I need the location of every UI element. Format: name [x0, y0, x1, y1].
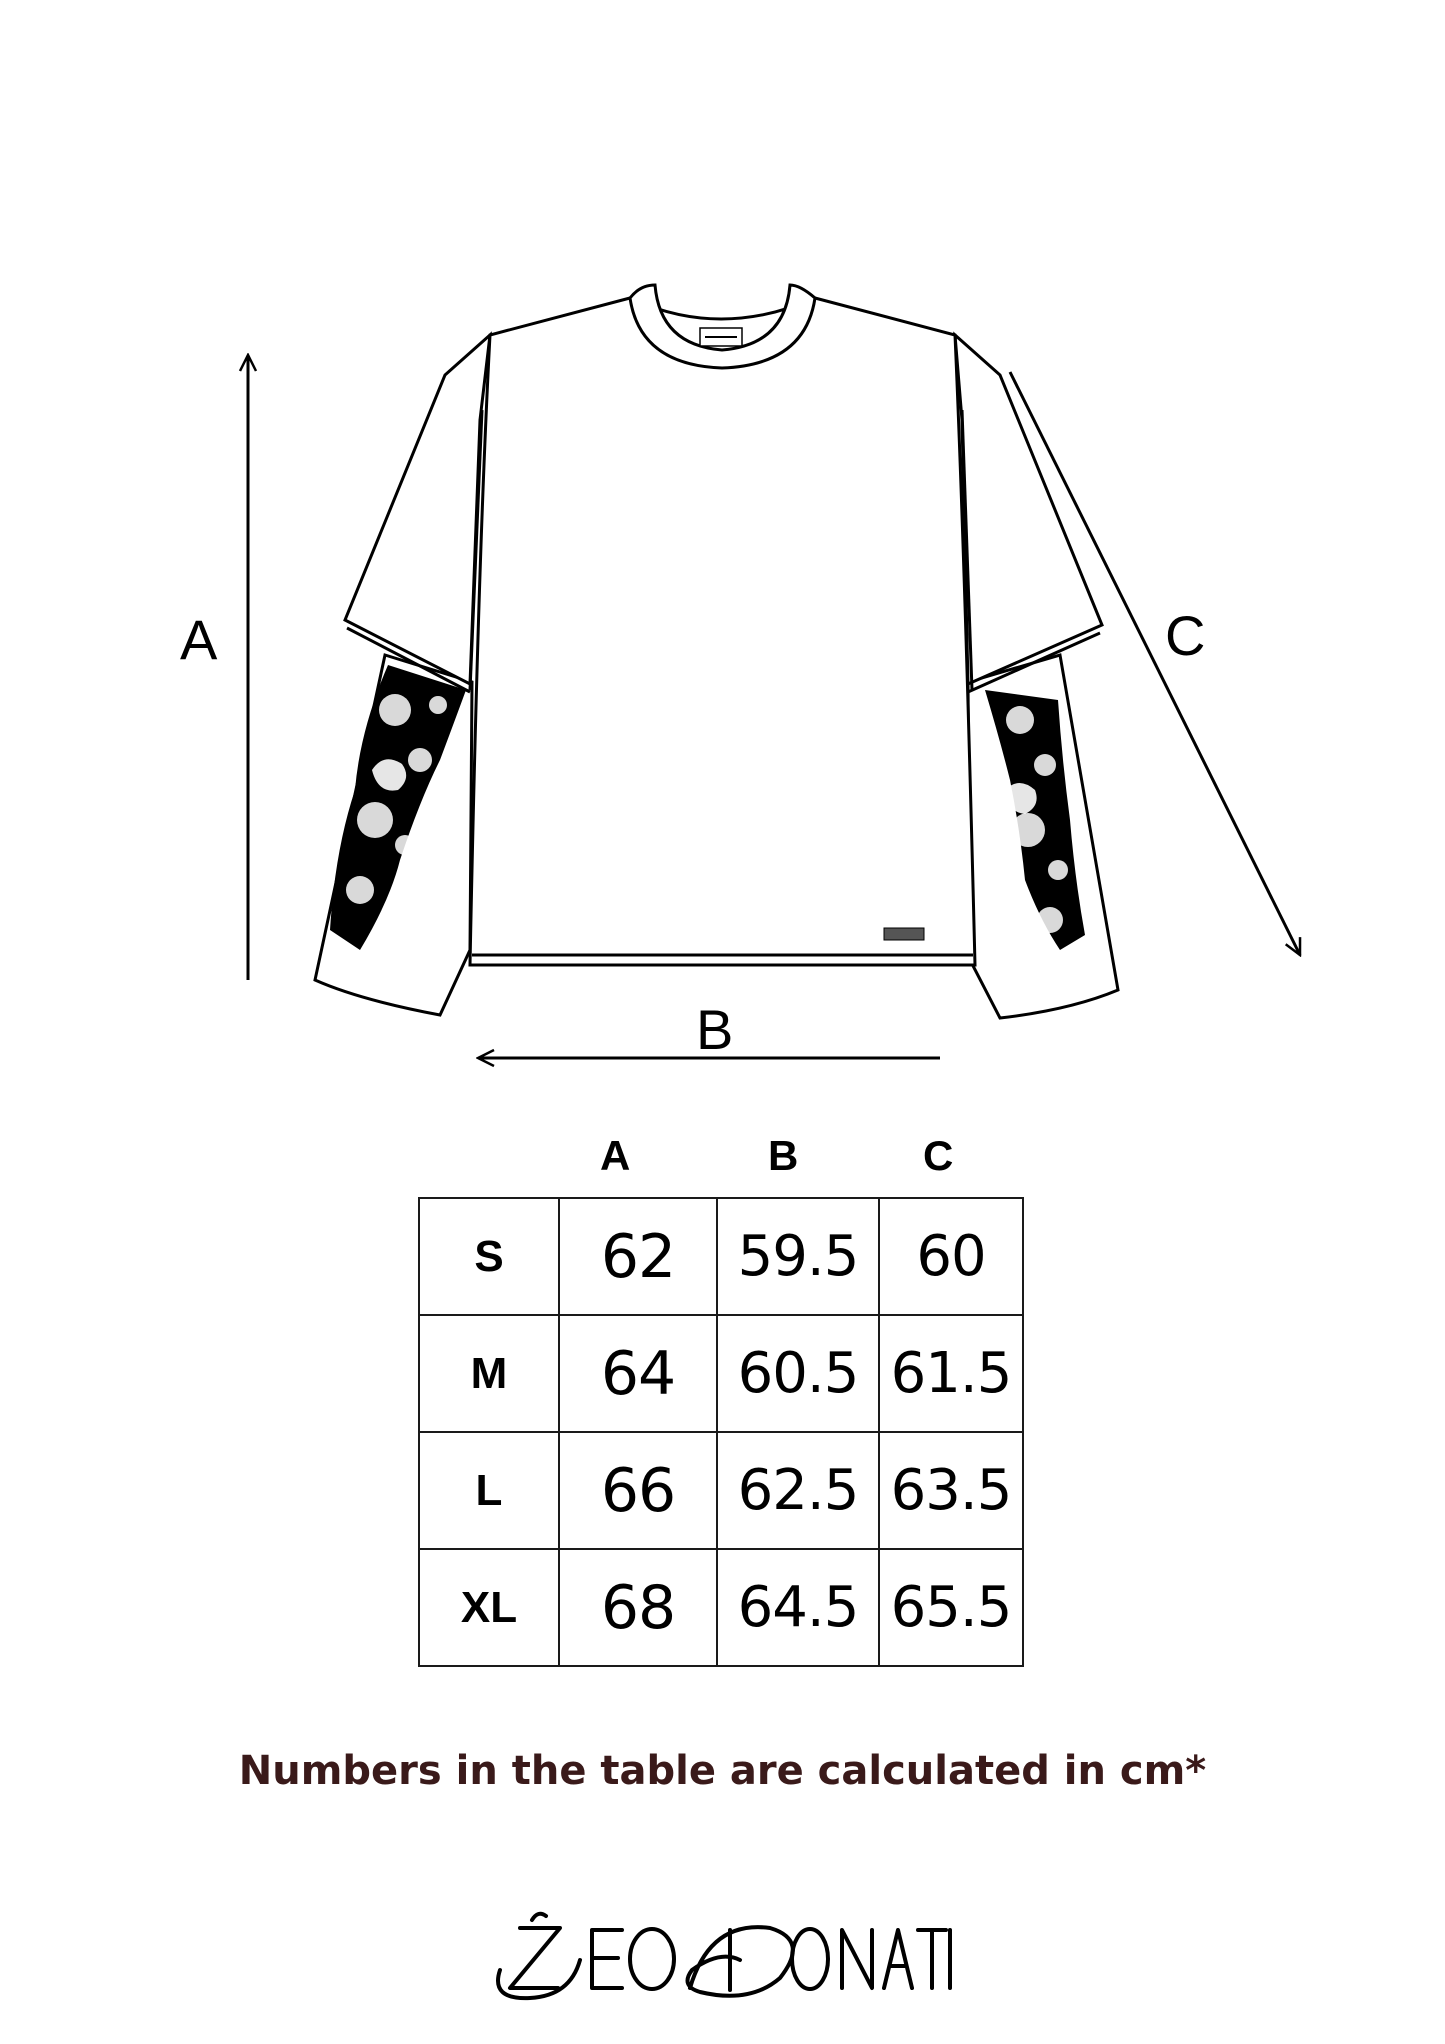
- collar: [628, 283, 817, 370]
- table-row: M 64 60.5 61.5: [418, 1314, 1024, 1433]
- size-table: A B C S 62 59.5 60 M 64 60.5 61.5 L 66 6…: [418, 1120, 1030, 1667]
- units-note: Numbers in the table are calculated in c…: [238, 1748, 1207, 1794]
- right-sleeve-print: [985, 690, 1085, 950]
- value-b: 60.5: [716, 1314, 880, 1433]
- value-a: 62: [558, 1197, 718, 1316]
- value-c: 60: [878, 1197, 1024, 1316]
- size-label: XL: [418, 1548, 560, 1667]
- value-b: 64.5: [716, 1548, 880, 1667]
- value-b: 62.5: [716, 1431, 880, 1550]
- column-header-a: A: [600, 1132, 631, 1179]
- brand-logo: [496, 1911, 952, 2001]
- size-label: L: [418, 1431, 560, 1550]
- value-c: 63.5: [878, 1431, 1024, 1550]
- table-row: S 62 59.5 60: [418, 1197, 1024, 1316]
- hem-tag: [883, 927, 925, 941]
- dimension-b-label: B: [696, 998, 734, 1061]
- size-label: M: [418, 1314, 560, 1433]
- table-row: L 66 62.5 63.5: [418, 1431, 1024, 1550]
- value-c: 61.5: [878, 1314, 1024, 1433]
- dimension-c-label: C: [1165, 604, 1206, 667]
- right-short-sleeve: [953, 331, 1104, 687]
- value-a: 66: [558, 1431, 718, 1550]
- left-sleeve-print: [330, 665, 466, 950]
- value-a: 68: [558, 1548, 718, 1667]
- column-header-c: C: [923, 1132, 954, 1179]
- dimension-c-arrow: [1008, 371, 1302, 955]
- value-a: 64: [558, 1314, 718, 1433]
- size-label: S: [418, 1197, 560, 1316]
- tshirt-body: [468, 296, 977, 967]
- table-row: XL 68 64.5 65.5: [418, 1548, 1024, 1667]
- tshirt-diagram: [0, 283, 1302, 1100]
- size-grid: S 62 59.5 60 M 64 60.5 61.5 L 66 62.5 63…: [418, 1197, 1024, 1667]
- table-column-headers: A B C: [418, 1120, 1030, 1194]
- column-header-b: B: [768, 1132, 799, 1179]
- value-c: 65.5: [878, 1548, 1024, 1667]
- value-b: 59.5: [716, 1197, 880, 1316]
- left-short-sleeve: [343, 331, 492, 687]
- dimension-a-label: A: [180, 608, 218, 671]
